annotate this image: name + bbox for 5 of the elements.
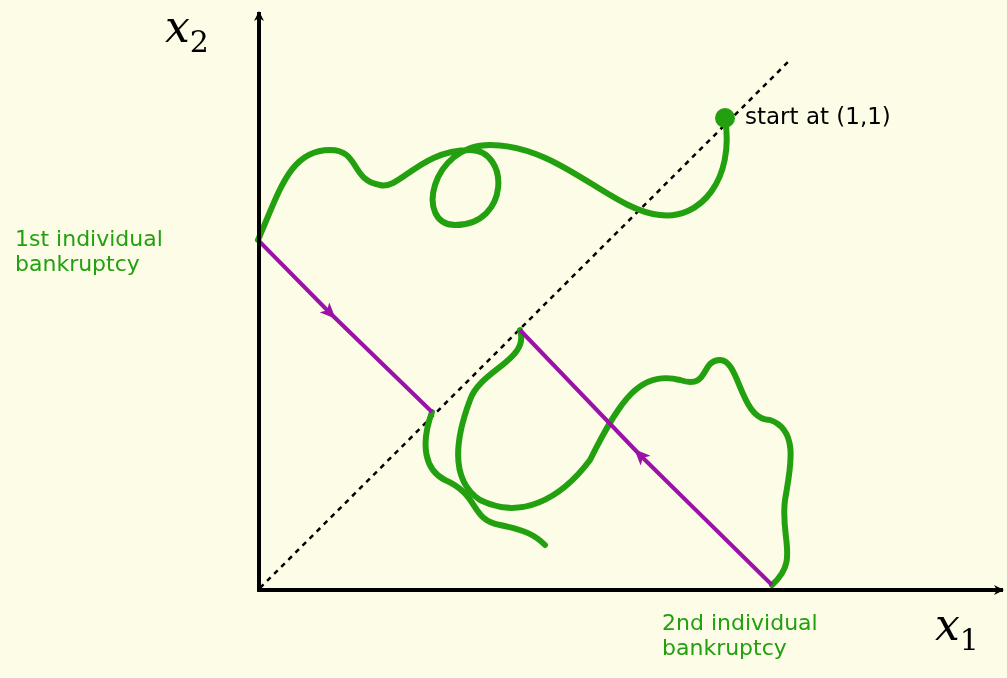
axis-label: x$_{1}$ bbox=[935, 600, 979, 658]
start-label: start at (1,1) bbox=[745, 103, 891, 130]
annotation-text: 2nd individual bankruptcy bbox=[662, 610, 819, 661]
axis-label: x$_{2}$ bbox=[165, 2, 209, 60]
annotation-text: 1st individual bankruptcy bbox=[15, 226, 164, 277]
